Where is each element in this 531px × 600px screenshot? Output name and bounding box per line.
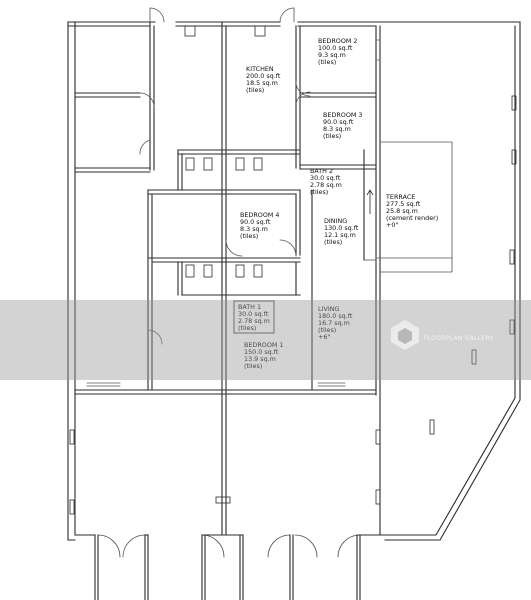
step-arrows [366,189,374,214]
windows [86,39,381,387]
outer-walls [67,21,521,541]
door-swings [97,7,361,558]
watermark-text: FLOORPLAN GALLERY [424,335,494,342]
front-bays [94,534,386,600]
bath1-box [233,300,275,334]
fixtures [184,25,266,296]
columns [69,95,517,515]
watermark-logo-icon [391,320,419,350]
interior-walls [74,21,377,536]
watermark-band [0,300,531,380]
terrace-outline [363,141,453,273]
